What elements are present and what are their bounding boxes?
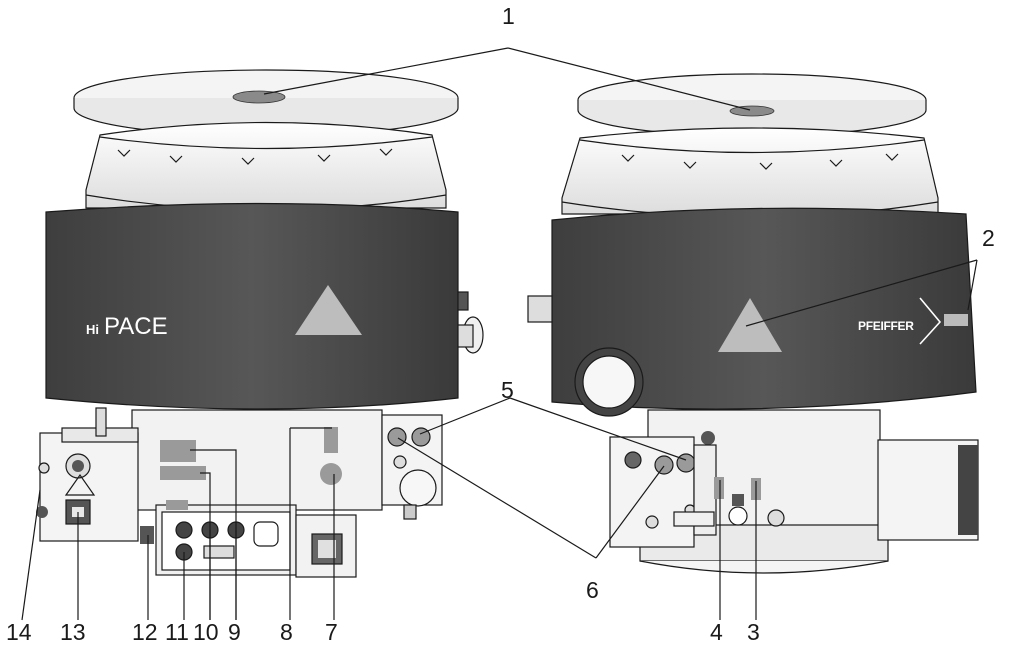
left-body-band <box>45 202 459 410</box>
callout-4: 4 <box>710 619 723 645</box>
callout-8: 8 <box>280 619 293 645</box>
left-upper-ring <box>85 121 447 209</box>
callout-14: 14 <box>6 619 32 645</box>
indicator-7 <box>320 463 342 485</box>
label-patch-9 <box>160 440 196 462</box>
right-pump: PFEIFFER <box>527 73 979 574</box>
label-patch-10 <box>160 466 206 480</box>
label-patch-4 <box>714 477 724 499</box>
callout-3: 3 <box>747 619 760 645</box>
callout-12: 12 <box>132 619 158 645</box>
right-brand-pfeiffer: PFEIFFER <box>858 319 914 333</box>
right-upper-ring <box>561 127 939 215</box>
callout-5: 5 <box>501 377 514 403</box>
left-teeth <box>117 148 393 165</box>
callout-13: 13 <box>60 619 86 645</box>
right-inlet-hole <box>729 105 775 117</box>
callout-7: 7 <box>325 619 338 645</box>
callout-2: 2 <box>982 225 995 251</box>
leader-lines <box>21 47 978 621</box>
callout-11: 11 <box>165 619 189 645</box>
callout-6: 6 <box>586 577 599 603</box>
callout-1: 1 <box>502 3 515 29</box>
left-warning-triangle <box>295 285 362 335</box>
label-patch-8 <box>324 427 338 453</box>
left-pump: Hi PACE <box>36 69 484 578</box>
right-teeth <box>621 153 899 170</box>
callout-10: 10 <box>193 619 219 645</box>
left-brand-pace: PACE <box>104 313 168 340</box>
left-inlet-hole <box>232 90 286 104</box>
left-brand-hi: Hi <box>86 322 99 337</box>
right-body-band <box>551 207 977 410</box>
callout-numbers: 1 2 3 4 5 6 7 8 9 10 11 12 13 14 <box>6 3 995 645</box>
callout-9: 9 <box>228 619 241 645</box>
